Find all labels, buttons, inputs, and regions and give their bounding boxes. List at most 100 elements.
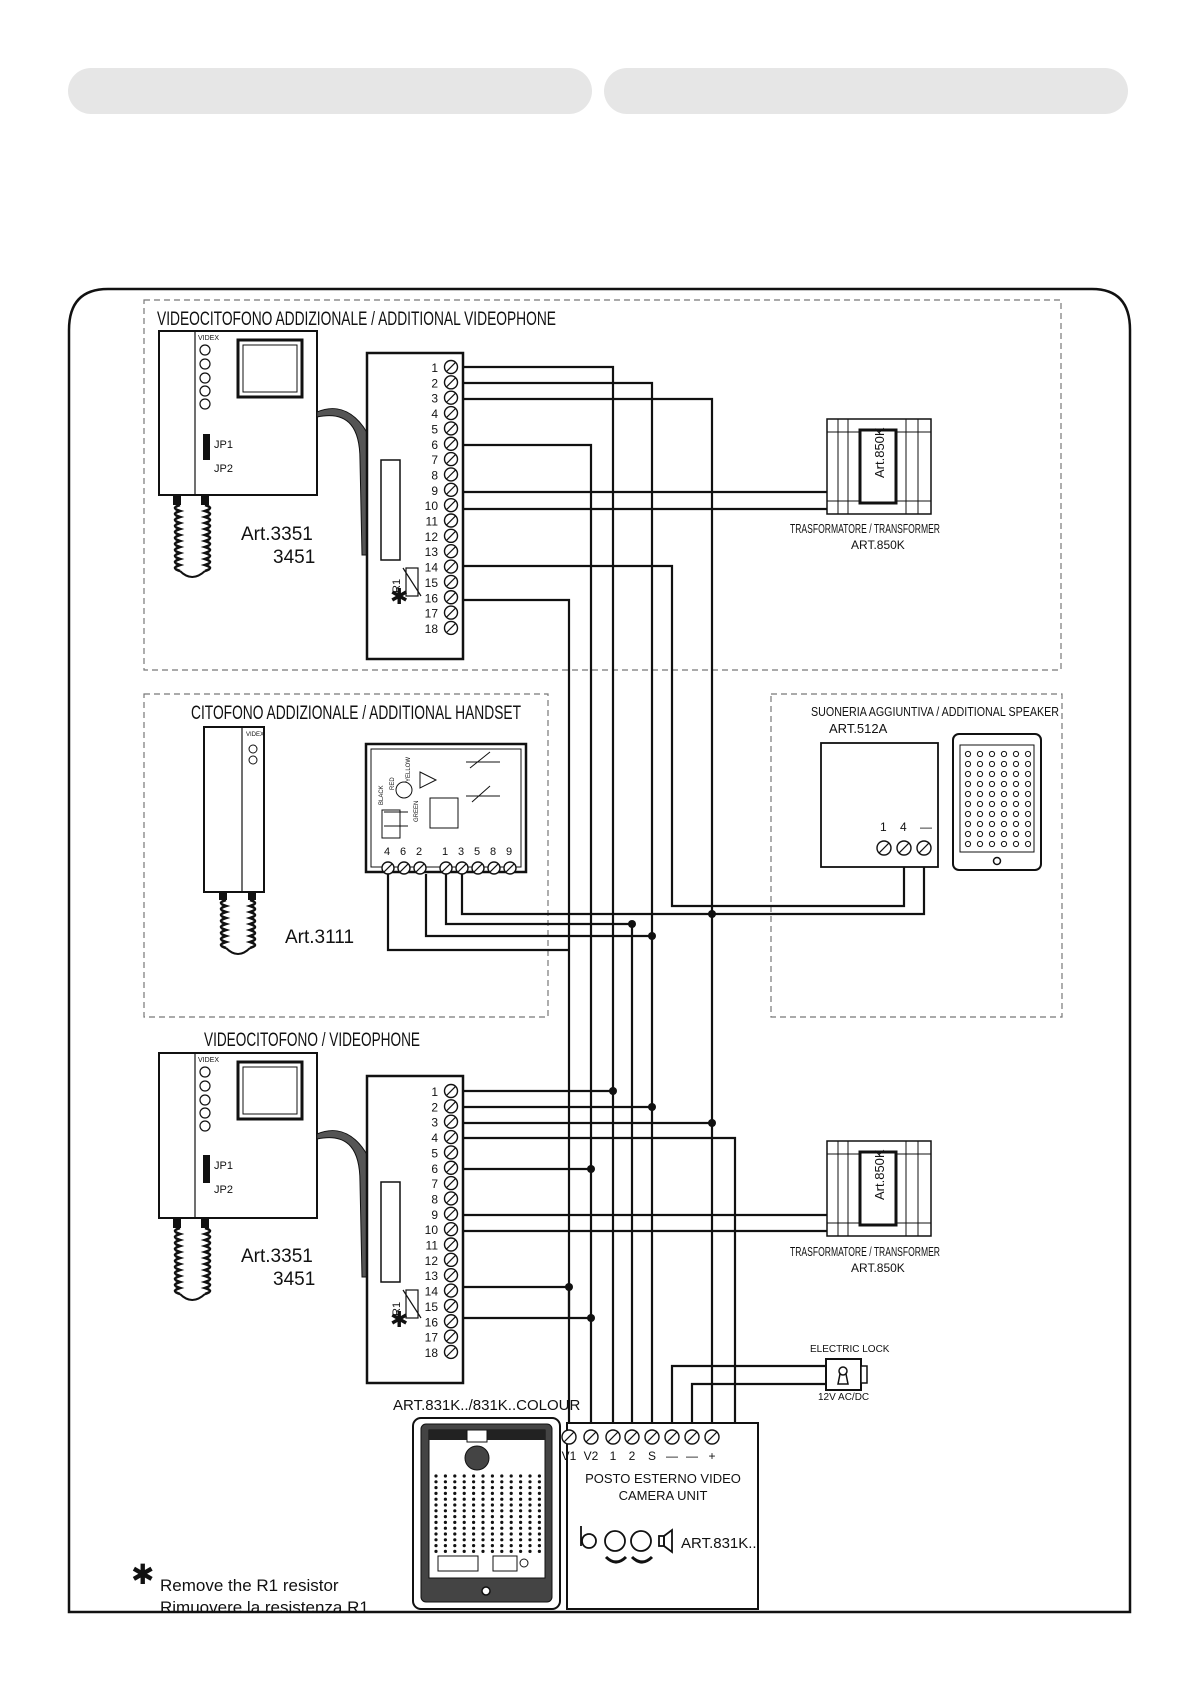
grille-hole: [509, 1538, 513, 1542]
terminal-number: 4: [431, 1131, 438, 1145]
additional-videophone-title: VIDEOCITOFONO ADDIZIONALE / ADDITIONAL V…: [157, 309, 556, 330]
grille-hole: [964, 800, 972, 808]
terminal-screw-icon: [443, 1237, 459, 1252]
diagram-frame: [67, 287, 1132, 1614]
grille-hole: [976, 840, 984, 848]
terminal-number: 14: [425, 561, 439, 575]
grille-hole: [528, 1544, 532, 1548]
handset-terminal-number: 5: [474, 846, 480, 858]
grille-hole: [462, 1503, 466, 1507]
grille-hole: [537, 1474, 542, 1478]
grille-hole: [500, 1480, 504, 1484]
terminal-screw-icon: [443, 451, 459, 467]
terminal-number: 17: [425, 607, 439, 621]
grille-hole: [1012, 800, 1020, 808]
wire-handset-3: [460, 874, 712, 916]
jp1-main-label: JP1: [214, 1160, 233, 1172]
grille-hole: [481, 1486, 485, 1490]
camera-terminal-label: S: [648, 1449, 656, 1463]
camera-unit-icons: [580, 1526, 673, 1564]
grille-hole: [1024, 800, 1032, 808]
terminal-screw-icon: [443, 1329, 459, 1344]
camera-terminal-label: V2: [584, 1449, 599, 1463]
transformer-top-body-text: Art.850K: [872, 427, 887, 478]
grille-hole: [976, 760, 984, 768]
terminal-number: 15: [425, 1300, 439, 1314]
grille-hole: [490, 1538, 494, 1542]
grille-hole: [1000, 750, 1008, 758]
camera-terminal-label: —: [666, 1449, 678, 1463]
grille-hole: [462, 1486, 466, 1490]
grille-hole: [988, 830, 996, 838]
handset-terminal-number: 3: [458, 846, 464, 858]
grille-hole: [964, 840, 972, 848]
grille-hole: [500, 1509, 504, 1513]
terminal-screw-icon: [443, 620, 459, 636]
terminal-screw-icon: [503, 861, 517, 875]
grille-hole: [453, 1509, 457, 1513]
terminal-screw-icon: [443, 1191, 459, 1206]
terminal-screw-icon: [443, 1298, 459, 1314]
grille-hole: [528, 1549, 532, 1553]
terminal-screw-icon: [439, 861, 453, 875]
terminal-screw-icon: [443, 574, 459, 590]
terminal-number: 13: [425, 1269, 439, 1283]
terminal-screw-icon: [471, 861, 485, 875]
terminal-screw-icon: [443, 528, 459, 544]
camera-terminal-label: +: [708, 1449, 715, 1463]
grille-hole: [1024, 820, 1032, 828]
camera-unit: [566, 1422, 759, 1610]
grille-hole: [976, 770, 984, 778]
grille-hole: [1012, 840, 1020, 848]
grille-hole: [490, 1526, 494, 1530]
grille-hole: [453, 1538, 457, 1542]
grille-hole: [988, 770, 996, 778]
camera-unit-line2: CAMERA UNIT: [619, 1488, 708, 1503]
wire-terminal-1: [461, 365, 615, 1437]
terminal-number: 6: [431, 438, 438, 452]
terminal-number: 2: [431, 1100, 438, 1114]
wire-junctions: [565, 910, 716, 1322]
grille-hole: [537, 1549, 542, 1553]
terminal-screw-icon: [583, 1429, 599, 1445]
terminal-screw-icon: [397, 861, 411, 875]
camera-panel-title: ART.831K../831K..COLOUR: [393, 1397, 580, 1414]
terminal-number: 9: [431, 484, 438, 498]
electric-lock-label: ELECTRIC LOCK: [810, 1344, 890, 1355]
grille-hole: [481, 1497, 485, 1501]
grille-hole: [434, 1549, 438, 1553]
grille-hole: [537, 1509, 542, 1513]
terminal-number: 5: [431, 1146, 438, 1160]
terminal-screw-icon: [443, 375, 459, 390]
grille-hole: [453, 1532, 457, 1536]
grille-hole: [519, 1503, 523, 1507]
grille-hole: [1012, 830, 1020, 838]
grille-hole: [964, 820, 972, 828]
grille-hole: [509, 1549, 513, 1553]
grille-hole: [537, 1486, 542, 1490]
terminal-number: 5: [431, 422, 438, 436]
resistor-r1-bottom-label: R1: [391, 1302, 403, 1316]
grille-hole: [490, 1544, 494, 1548]
grille-hole: [1012, 810, 1020, 818]
grille-hole: [509, 1480, 513, 1484]
grille-hole: [490, 1491, 494, 1495]
grille-hole: [528, 1480, 532, 1484]
terminal-number: 9: [431, 1208, 438, 1222]
terminal-screw-icon: [704, 1429, 720, 1445]
grille-hole: [500, 1538, 504, 1542]
grille-hole: [537, 1520, 542, 1524]
transformer-bottom-body-text: Art.850K: [872, 1149, 887, 1200]
handset-terminal-number: 9: [506, 846, 512, 858]
grille-hole: [528, 1538, 532, 1542]
wire-lock-a: [670, 1364, 826, 1437]
transformer-bottom-model: ART.850K: [851, 1261, 905, 1275]
wire-handset-2: [424, 874, 652, 938]
terminal-number: 7: [431, 453, 438, 467]
grille-hole: [472, 1491, 476, 1495]
grille-hole: [453, 1497, 457, 1501]
handset-wire-black: BLACK: [379, 785, 385, 805]
terminal-screw-icon: [876, 840, 892, 856]
grille-hole: [988, 840, 996, 848]
grille-hole: [1024, 810, 1032, 818]
